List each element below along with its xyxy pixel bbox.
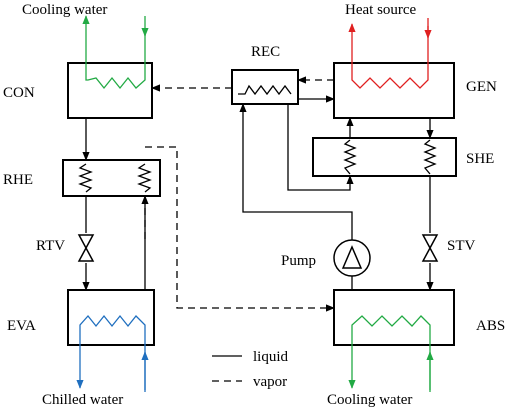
condenser-cooling-coil <box>82 15 146 90</box>
rhe-coil-right <box>137 163 152 193</box>
heat-source-label: Heat source <box>345 2 417 18</box>
pump-icon <box>333 239 371 277</box>
stv-label: STV <box>447 238 476 254</box>
condenser-box <box>67 62 153 119</box>
she-coil-right <box>423 139 437 175</box>
pump-label: Pump <box>281 253 316 269</box>
she-coil-left <box>343 139 357 175</box>
liquid-rec-to-she <box>287 104 354 191</box>
evaporator-box <box>67 289 155 346</box>
cooling-water-bottom-label: Cooling water <box>327 392 412 408</box>
rtv-valve-icon <box>77 233 95 263</box>
legend-liquid-label: liquid <box>253 349 289 365</box>
abs-label: ABS <box>476 318 505 334</box>
vapor-rhe-to-abs <box>145 146 335 312</box>
rec-label: REC <box>251 44 280 60</box>
generator-heat-coil <box>348 23 429 89</box>
rhe-coil-left <box>78 163 93 193</box>
absorber-cooling-coil <box>348 315 431 390</box>
evaporator-chilled-coil <box>76 314 146 390</box>
con-label: CON <box>3 85 35 101</box>
rectifier-box <box>231 69 299 105</box>
stv-valve-icon <box>421 233 439 263</box>
rtv-label: RTV <box>36 238 65 254</box>
she-label: SHE <box>466 151 494 167</box>
legend: liquid vapor <box>212 349 289 390</box>
liquid-pump-to-rec <box>239 103 353 240</box>
solution-heat-exchanger-box <box>312 137 457 177</box>
gen-label: GEN <box>466 79 497 95</box>
legend-vapor-label: vapor <box>253 374 287 390</box>
generator-box <box>333 62 455 119</box>
eva-label: EVA <box>7 318 36 334</box>
rectifier-coil <box>238 84 292 96</box>
rhe-label: RHE <box>3 172 33 188</box>
cooling-water-top-label: Cooling water <box>22 2 107 18</box>
chilled-water-label: Chilled water <box>42 392 123 408</box>
absorber-box <box>333 289 455 346</box>
